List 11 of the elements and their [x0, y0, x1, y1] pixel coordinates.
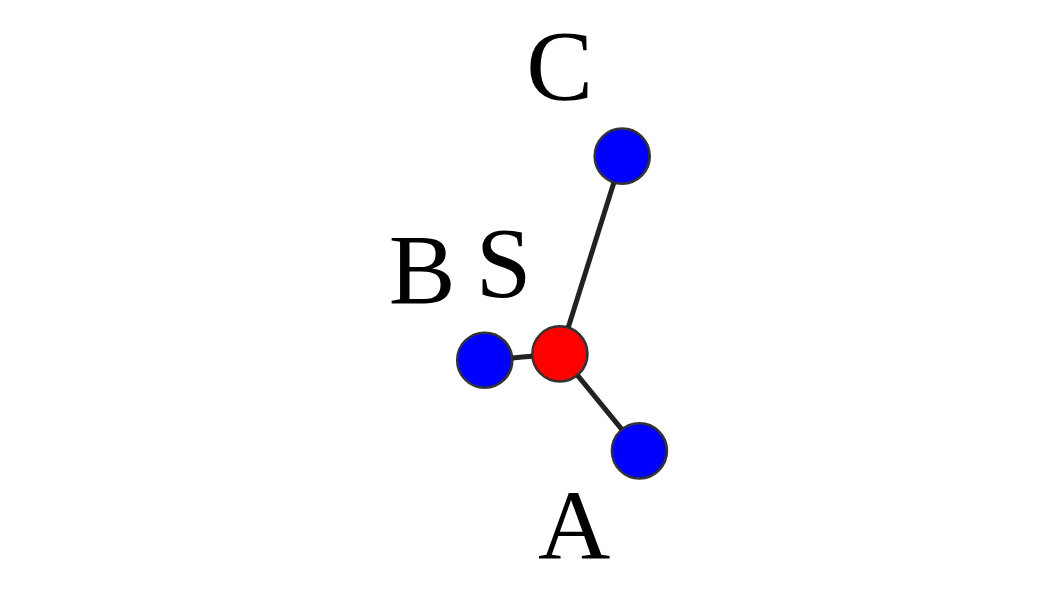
- node-circle: [610, 422, 669, 480]
- node-label: A: [538, 469, 611, 581]
- node-label: B: [388, 213, 456, 325]
- connector: [565, 182, 617, 328]
- node-circle: [455, 331, 514, 390]
- connector: [575, 373, 624, 431]
- connector: [512, 353, 533, 361]
- node-circle: [531, 325, 589, 383]
- node-circle: [593, 127, 652, 185]
- node-label: S: [475, 207, 532, 319]
- node-label: C: [526, 9, 593, 121]
